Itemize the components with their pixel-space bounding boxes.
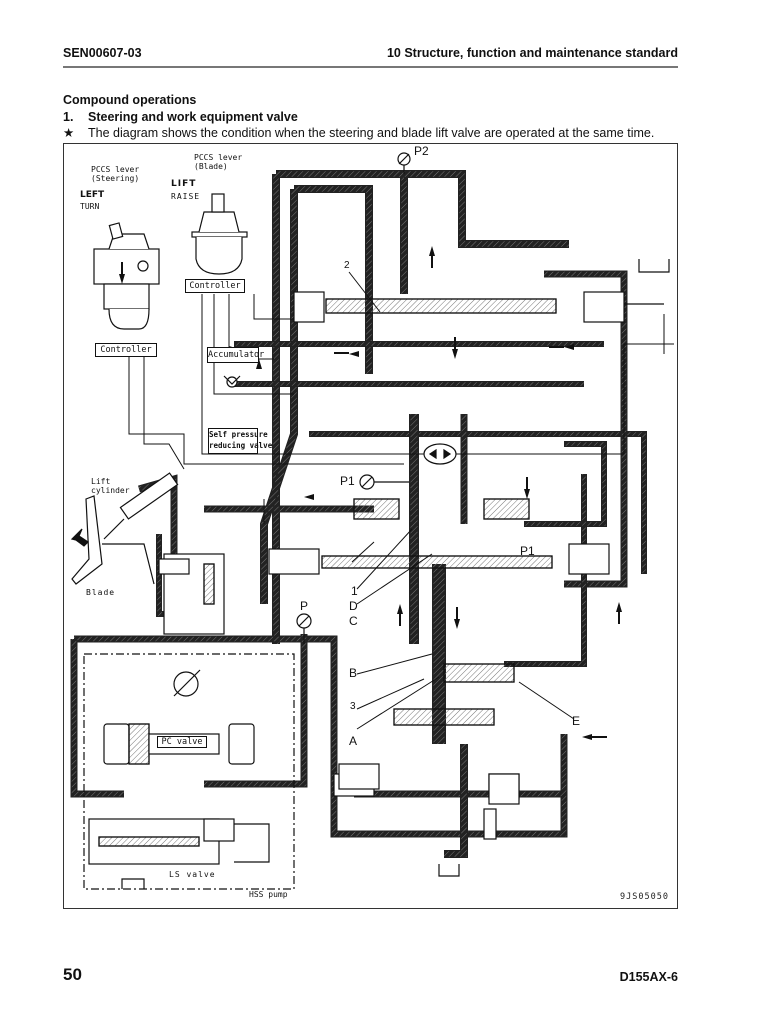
hydraulic-diagram: PCCS lever (Steering) LEFT TURN PCCS lev… — [63, 143, 678, 909]
section-header: 10 Structure, function and maintenance s… — [386, 46, 678, 60]
pilot-lines — [128, 294, 674, 524]
tank-symbol-right — [638, 259, 670, 273]
steering-direction-label: LEFT — [80, 190, 105, 200]
blade-label: Blade — [86, 588, 116, 597]
blade-direction-label: LIFT — [171, 179, 197, 189]
reference-leaders — [348, 271, 575, 730]
steering-action-label: TURN — [80, 202, 100, 211]
blade-lever-label: PCCS lever (Blade) — [194, 153, 243, 171]
hss-pump-boundary — [83, 653, 295, 890]
lift-cylinder-label: Lift cylinder — [91, 477, 130, 495]
blade-lift-valve — [158, 553, 225, 635]
ls-valve-label: LS valve — [169, 870, 216, 879]
gauge-p1-right-label: P1 — [520, 544, 535, 558]
header-divider — [63, 66, 678, 68]
blade-action-label: RAISE — [171, 192, 201, 201]
blade-pccs-lever — [191, 193, 248, 275]
lift-cylinder-symbol — [103, 472, 179, 540]
gauge-p-label: P — [300, 599, 309, 613]
subsection-text: Steering and work equipment valve — [88, 110, 298, 124]
steering-motor — [423, 443, 457, 465]
gauge-p1-left-label: P1 — [340, 474, 355, 488]
reference-e: E — [572, 714, 581, 728]
steering-lever-label: PCCS lever (Steering) — [91, 165, 140, 183]
subsection-title: 1. Steering and work equipment valve — [63, 110, 298, 124]
gauge-p2 — [397, 152, 411, 174]
gauge-p1-left — [359, 474, 409, 490]
hss-pump-label: HSS pump — [249, 890, 288, 899]
lift-direction-arrow — [70, 528, 89, 547]
reference-3: 3 — [350, 701, 356, 712]
reference-b: B — [349, 666, 358, 680]
accumulator-symbol — [223, 375, 241, 388]
reference-1: 1 — [351, 584, 358, 598]
steering-valve-spool — [293, 291, 664, 323]
reference-c: C — [349, 614, 358, 628]
note: ★ The diagram shows the condition when th… — [63, 125, 654, 140]
hss-pump-symbol — [173, 669, 201, 697]
gauge-p — [296, 613, 312, 644]
steering-controller: Controller — [95, 343, 157, 357]
pc-valve-label: PC valve — [157, 736, 207, 748]
ls-valve-body — [88, 818, 270, 865]
star-icon: ★ — [63, 126, 75, 140]
blade-controller: Controller — [185, 279, 245, 293]
section-title: Compound operations — [63, 93, 197, 107]
accumulator-box: Accumulator — [207, 347, 264, 363]
steering-pccs-lever — [93, 222, 160, 330]
subsection-number: 1. — [63, 110, 74, 124]
note-text: The diagram shows the condition when the… — [88, 126, 655, 140]
reference-d: D — [349, 599, 358, 613]
document-code: SEN00607-03 — [63, 46, 142, 60]
pressure-compensation-valves — [333, 498, 530, 800]
figure-code: 9JS05050 — [620, 892, 669, 902]
reference-2: 2 — [344, 260, 350, 271]
self-pressure-reducing-valve-box: Self pressure reducing valve — [208, 428, 272, 454]
tank-symbol — [121, 878, 145, 889]
blade-symbol — [71, 495, 155, 585]
hydraulic-schematic — [70, 152, 674, 890]
page-number: 50 — [63, 965, 82, 984]
reference-a: A — [349, 734, 358, 748]
lower-valve-body — [338, 763, 520, 877]
model-code: D155AX-6 — [619, 970, 678, 984]
gauge-p2-label: P2 — [414, 144, 429, 158]
